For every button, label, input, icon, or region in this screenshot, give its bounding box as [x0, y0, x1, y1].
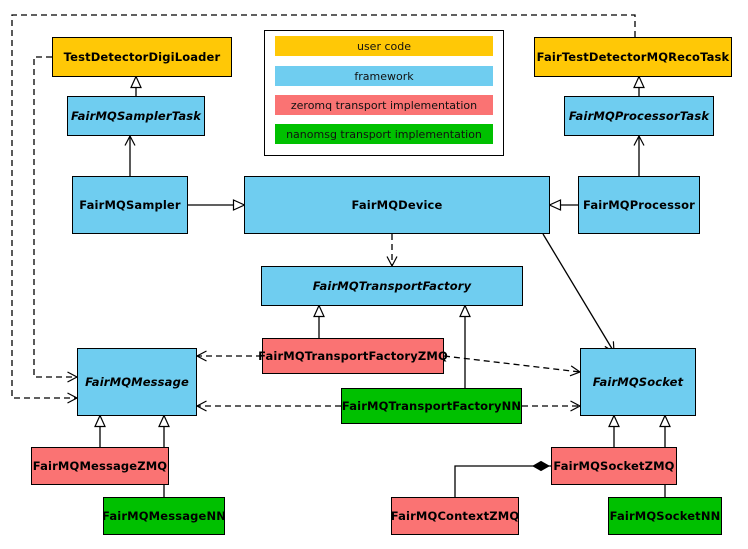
edge-device-to-socket [542, 233, 615, 354]
class-node-FairMQSocket[interactable]: FairMQSocket [580, 348, 696, 416]
class-node-FairMQContextZMQ[interactable]: FairMQContextZMQ [391, 497, 519, 535]
class-node-FairMQProcessor[interactable]: FairMQProcessor [578, 176, 700, 234]
class-node-FairMQTransportFactory[interactable]: FairMQTransportFactory [261, 266, 523, 306]
class-node-FairMQMessageZMQ[interactable]: FairMQMessageZMQ [31, 447, 169, 485]
class-node-FairMQSamplerTask[interactable]: FairMQSamplerTask [67, 96, 205, 136]
edge-contextzmq-to-socketzmq [454, 466, 551, 497]
class-node-FairMQSocketZMQ[interactable]: FairMQSocketZMQ [551, 447, 677, 485]
legend-item-zeromq: zeromq transport implementation [275, 95, 493, 115]
class-node-TestDetectorDigiLoader[interactable]: TestDetectorDigiLoader [52, 37, 232, 77]
legend-item-user-code: user code [275, 36, 493, 56]
legend-item-nanomsg: nanomsg transport implementation [275, 124, 493, 144]
edge-recotask-to-message [11, 14, 636, 404]
class-node-FairMQMessage[interactable]: FairMQMessage [77, 348, 197, 416]
legend-label-framework: framework [354, 69, 414, 83]
class-node-FairMQTransportFactoryNN[interactable]: FairMQTransportFactoryNN [341, 388, 522, 424]
legend-label-user-code: user code [356, 39, 412, 53]
class-node-FairMQDevice[interactable]: FairMQDevice [244, 176, 550, 234]
edge-tfzmq-to-socket [443, 355, 582, 377]
class-node-FairMQMessageNN[interactable]: FairMQMessageNN [102, 497, 226, 535]
class-node-FairTestDetectorMQRecoTask[interactable]: FairTestDetectorMQRecoTask [534, 37, 732, 77]
legend-label-nanomsg: nanomsg transport implementation [286, 127, 482, 141]
class-node-FairMQProcessorTask[interactable]: FairMQProcessorTask [564, 96, 714, 136]
class-node-FairMQTransportFactoryZMQ[interactable]: FairMQTransportFactoryZMQ [258, 338, 448, 374]
legend-item-framework: framework [275, 66, 493, 86]
class-node-FairMQSocketNN[interactable]: FairMQSocketNN [608, 497, 722, 535]
legend-label-zeromq: zeromq transport implementation [290, 98, 478, 112]
class-node-FairMQSampler[interactable]: FairMQSampler [72, 176, 188, 234]
